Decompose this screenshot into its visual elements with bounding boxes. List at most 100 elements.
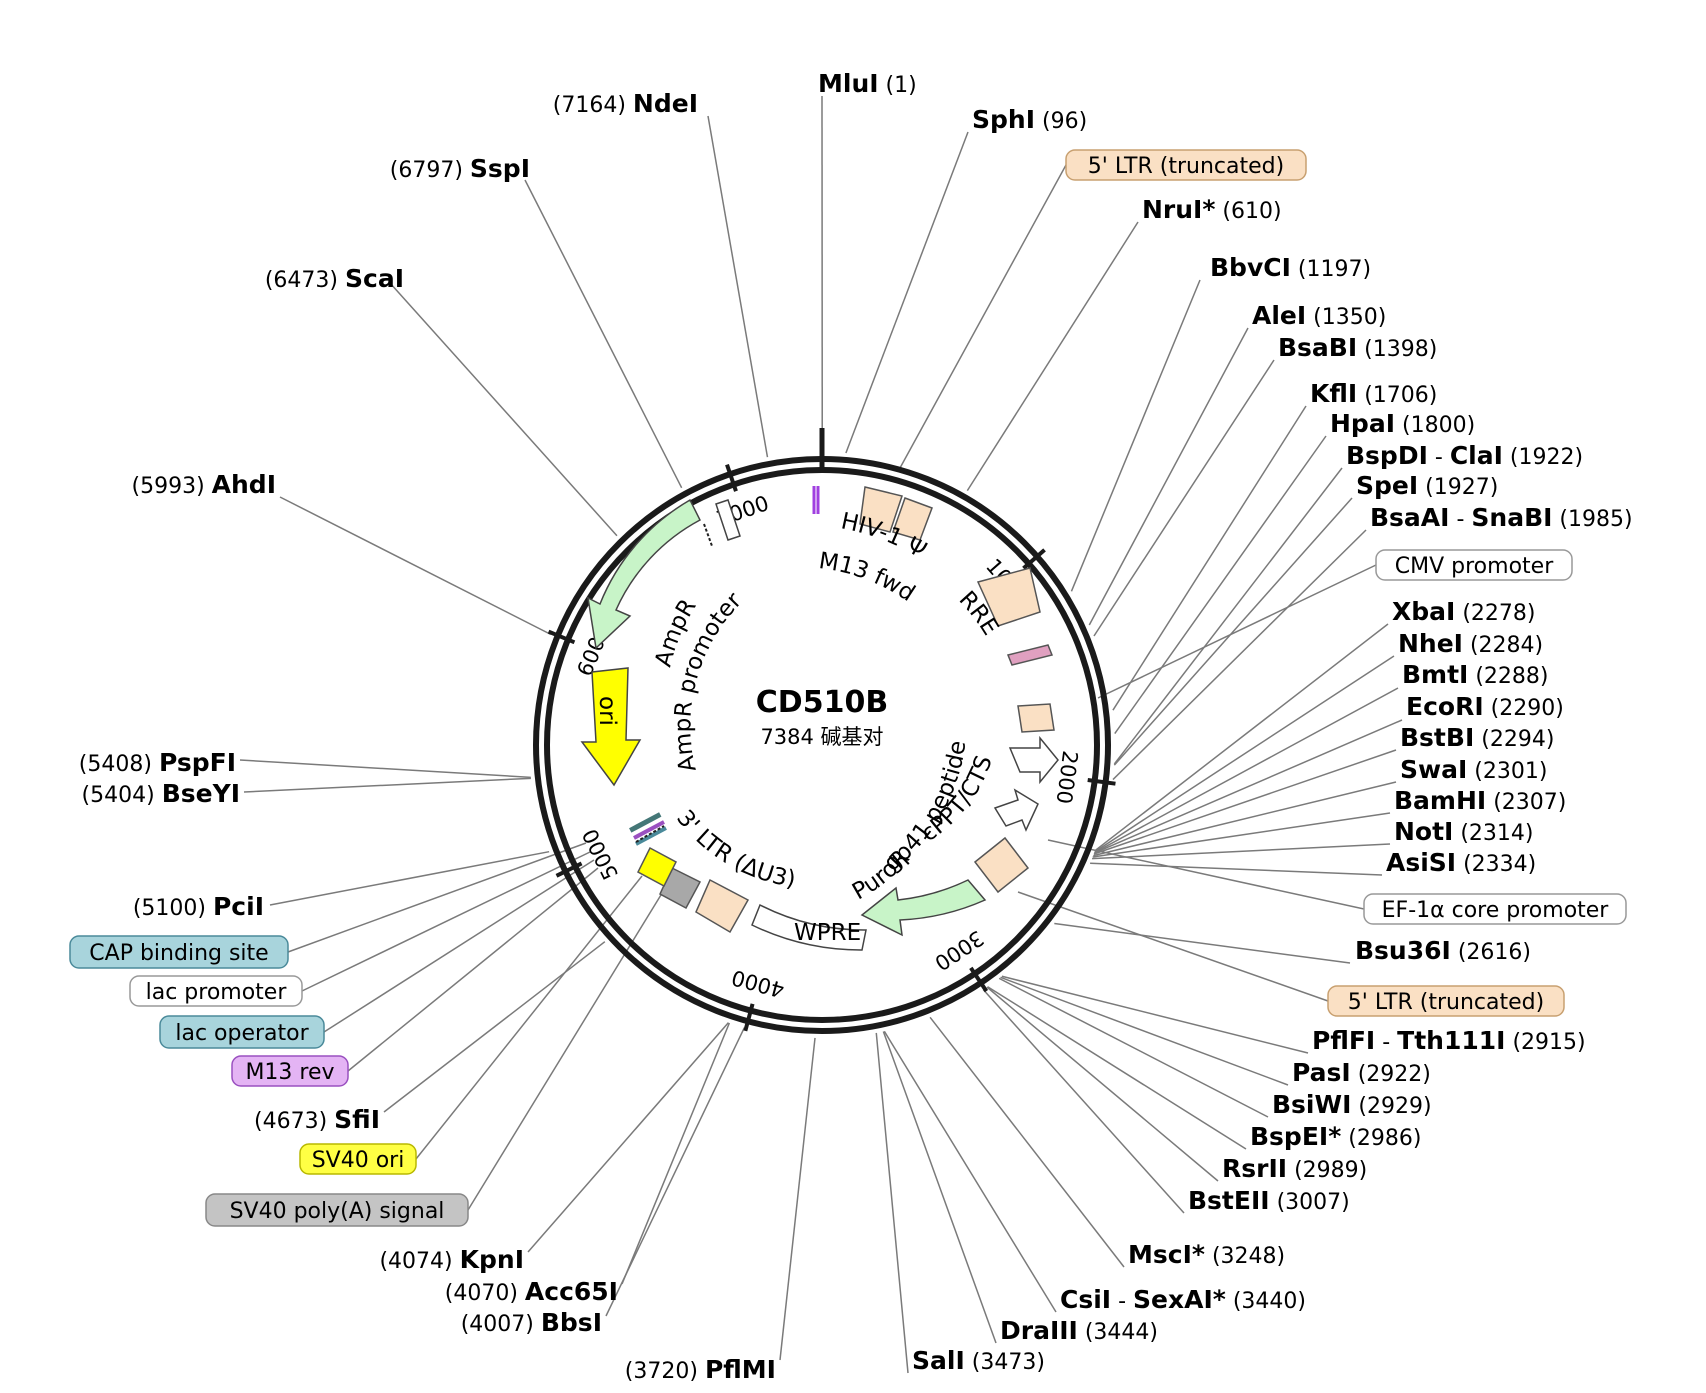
- site-pos: (3444): [1078, 1320, 1158, 1345]
- site-name: PflFI: [1312, 1026, 1375, 1055]
- site-name: PciI: [213, 892, 264, 921]
- feature-box-ltr3: [695, 878, 750, 934]
- site-name: AleI: [1252, 301, 1306, 330]
- callout-label-4: CAP binding site: [89, 941, 268, 966]
- site-label-bsiwi: BsiWI (2929): [1272, 1090, 1432, 1119]
- leader-ndei: [707, 115, 769, 458]
- leader-pasi: [1000, 976, 1289, 1086]
- site-label-bsaai: BsaAI - SnaBI (1985): [1370, 503, 1633, 532]
- site-pos: (2915): [1505, 1030, 1585, 1055]
- callout-leader-8: [415, 875, 643, 1160]
- callout-label-3: 5' LTR (truncated): [1348, 990, 1544, 1015]
- site-name: BspDI: [1346, 441, 1428, 470]
- callout-box-4: [69, 935, 289, 969]
- leader-bspdi: [1113, 467, 1343, 765]
- leader-kpni: [527, 1022, 729, 1253]
- callout-leader-4: [287, 842, 587, 953]
- site-pos: (96): [1035, 109, 1087, 134]
- site-label-pflmi: (3720) PflMI: [625, 1355, 776, 1384]
- site-label-pasi: PasI (2922): [1292, 1058, 1431, 1087]
- site-label-bseyi: (5404) BseYI: [82, 779, 240, 808]
- callout-leader-1: [1097, 564, 1377, 699]
- site-label-bsabi: BsaBI (1398): [1278, 333, 1437, 362]
- leader-bbvci: [1070, 279, 1201, 592]
- leader-ahdi: [279, 496, 552, 636]
- site-name: BsaBI: [1278, 333, 1357, 362]
- leader-ecori: [1094, 719, 1403, 854]
- callout-box-9: [205, 1193, 469, 1227]
- site-label-spei: SpeI (1927): [1356, 471, 1498, 500]
- site-name: PasI: [1292, 1058, 1351, 1087]
- site-label-bspdi: BspDI - ClaI (1922): [1346, 441, 1583, 470]
- leader-pflmi: [779, 1037, 816, 1361]
- leader-sphi: [845, 131, 969, 454]
- site-name-2: SnaBI: [1471, 503, 1552, 532]
- leader-sspi: [524, 179, 683, 489]
- site-name-2: SexAI*: [1133, 1285, 1226, 1314]
- axis-tick-3000: [969, 966, 989, 993]
- label-puror-path: PuroR: [848, 845, 915, 905]
- axis-tick-7000: [725, 464, 738, 492]
- site-name: EcoRI: [1406, 692, 1484, 721]
- site-name: MluI: [818, 69, 879, 98]
- leader-nrui: [966, 221, 1139, 491]
- site-name: RsrII: [1222, 1154, 1287, 1183]
- site-label-pcii: (5100) PciI: [133, 892, 264, 921]
- site-label-bsteii: BstEII (3007): [1188, 1186, 1350, 1215]
- site-pos: (2307): [1486, 790, 1566, 815]
- site-pos: (2278): [1455, 601, 1535, 626]
- callout-box-6: [159, 1015, 325, 1049]
- site-name: MscI*: [1128, 1240, 1205, 1269]
- site-label-bmti: BmtI (2288): [1402, 660, 1549, 689]
- callout-leader-0: [899, 164, 1067, 469]
- leader-spei: [1113, 497, 1353, 766]
- callout-label-5: lac promoter: [146, 980, 288, 1005]
- leader-pcii: [269, 850, 550, 906]
- site-label-bbsi: (4007) BbsI: [461, 1308, 602, 1337]
- site-name: PflMI: [705, 1355, 776, 1384]
- site-pos: (1706): [1357, 383, 1437, 408]
- ef1a-arrow: [993, 788, 1039, 832]
- callout-label-2: EF-1α core promoter: [1382, 898, 1610, 923]
- site-pos: (2288): [1468, 664, 1548, 689]
- site-name: AhdI: [212, 470, 276, 499]
- site-name: DraIII: [1000, 1316, 1078, 1345]
- site-label-rsrii: RsrII (2989): [1222, 1154, 1367, 1183]
- site-pos: (3720): [625, 1359, 705, 1384]
- callout-label-8: SV40 ori: [312, 1148, 405, 1173]
- site-name-2: Tth111I: [1397, 1026, 1505, 1055]
- leader-bspei: [987, 986, 1247, 1150]
- site-pos: (2314): [1453, 821, 1533, 846]
- plasmid-size: 7384 碱基对: [760, 725, 883, 749]
- plasmid-name: CD510B: [756, 685, 888, 720]
- callout-label-6: lac operator: [175, 1021, 309, 1046]
- feature-box-ltr-b: [892, 497, 933, 541]
- site-name: NotI: [1394, 817, 1453, 846]
- site-name: SfiI: [334, 1105, 380, 1134]
- site-pos: (610): [1215, 199, 1281, 224]
- cap-mark: [629, 812, 662, 833]
- site-name: AsiSI: [1386, 848, 1456, 877]
- leader-scai: [389, 282, 618, 537]
- site-name: Acc65I: [525, 1277, 618, 1306]
- leader-rsrii: [986, 986, 1219, 1182]
- site-label-ecori: EcoRI (2290): [1406, 692, 1564, 721]
- leader-bstbi: [1093, 749, 1397, 855]
- site-pos: (4070): [445, 1281, 525, 1306]
- label-m13-fwd-path: M13 fwd: [817, 548, 919, 607]
- site-name: BspEI*: [1250, 1122, 1341, 1151]
- site-pos: (1197): [1291, 257, 1371, 282]
- site-name: NruI*: [1142, 195, 1215, 224]
- leader-hpai: [1114, 435, 1327, 734]
- site-label-pflfi: PflFI - Tth111I (2915): [1312, 1026, 1586, 1055]
- site-name: BmtI: [1402, 660, 1468, 689]
- site-name: SalI: [912, 1346, 965, 1375]
- site-label-acc65i: (4070) Acc65I: [445, 1277, 618, 1306]
- site-label-kpni: (4074) KpnI: [379, 1245, 524, 1274]
- site-pos: (7164): [553, 93, 633, 118]
- leader-noti: [1092, 843, 1391, 860]
- site-name: BsaAI: [1370, 503, 1449, 532]
- site-label-bspei: BspEI* (2986): [1250, 1122, 1421, 1151]
- site-label-sali: SalI (3473): [912, 1346, 1045, 1375]
